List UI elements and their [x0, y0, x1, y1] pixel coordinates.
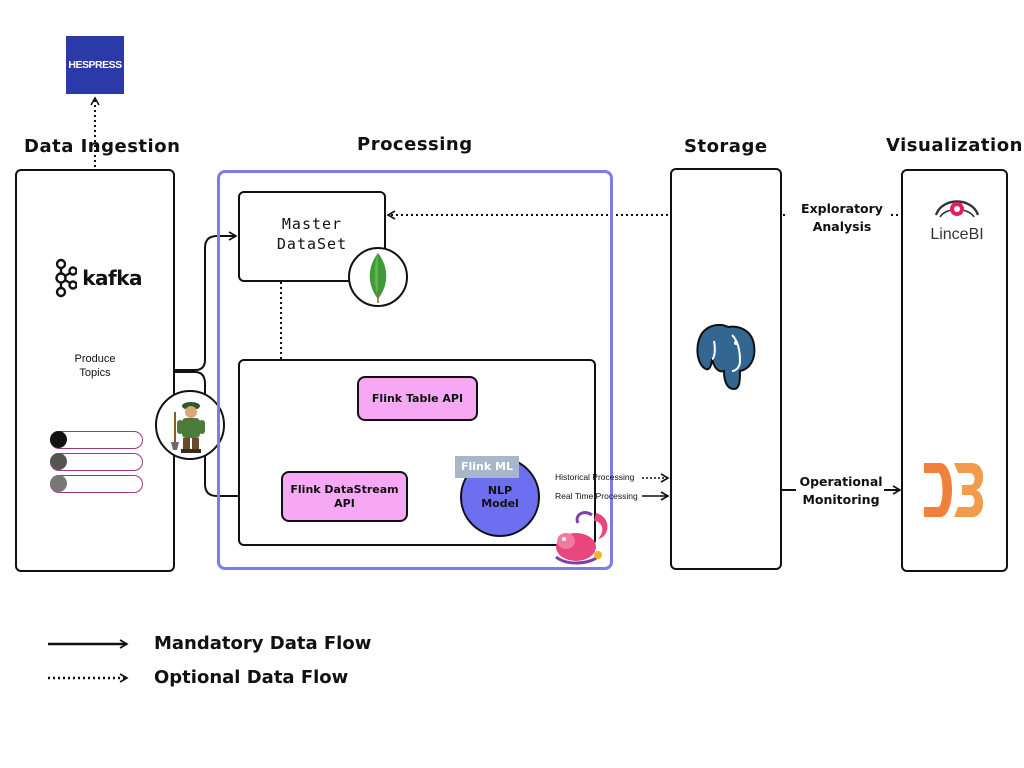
topic-pill-3 [50, 475, 143, 493]
mongodb-leaf-icon [369, 253, 387, 303]
flink-table-api-box: Flink Table API [357, 376, 478, 421]
processing-frame [217, 170, 613, 570]
section-title-visualization: Visualization [886, 135, 1023, 156]
postgresql-elephant-icon [696, 323, 756, 391]
lincebi-logo-text: LinceBI [930, 226, 984, 243]
lincebi-eye-icon [934, 200, 980, 218]
historical-processing-label: Historical Processing [555, 472, 635, 482]
ingestion-to-master-arrow [175, 231, 238, 371]
kafka-icon [55, 258, 78, 298]
ingestion-panel [15, 169, 175, 572]
d3-logo [922, 461, 986, 519]
hespress-logo-text: HESPRESS [68, 59, 122, 71]
flink-squirrel-icon [555, 511, 608, 565]
legend-mandatory-label: Mandatory Data Flow [154, 633, 372, 654]
master-dataset-label: Master DataSet [276, 215, 348, 253]
operational-monitoring-label: Operational Monitoring [799, 474, 883, 507]
section-title-storage: Storage [684, 136, 768, 157]
topic-pill-2 [50, 453, 143, 471]
scraper-badge [155, 390, 225, 460]
kafka-logo: kafka [52, 258, 142, 298]
topic-dot-1 [50, 431, 67, 448]
postgresql-logo [692, 321, 762, 393]
mongodb-badge [348, 247, 408, 307]
flink-ml-tag: Flink ML [455, 456, 519, 478]
hespress-logo: HESPRESS [66, 36, 124, 94]
real-time-processing-label: Real Time Processing [555, 491, 638, 501]
flink-logo [552, 507, 612, 565]
flink-datastream-api-box: Flink DataStream API [281, 471, 408, 522]
visualization-panel [901, 169, 1008, 572]
section-title-ingestion: Data Ingestion [24, 136, 181, 157]
produce-topics-label: Produce Topics [74, 353, 116, 379]
exploratory-analysis-label: Exploratory Analysis [801, 201, 883, 234]
topic-dot-2 [50, 453, 67, 470]
lincebi-logo: LinceBI [922, 193, 992, 245]
topic-dot-3 [50, 475, 67, 492]
scraper-person-icon [171, 402, 205, 453]
kafka-logo-text: kafka [82, 266, 142, 290]
nlp-model-label: NLP Model [481, 484, 519, 510]
d3-logo-icon [924, 463, 984, 517]
topic-pill-1 [50, 431, 143, 449]
legend-optional-label: Optional Data Flow [154, 667, 349, 688]
section-title-processing: Processing [357, 134, 473, 155]
